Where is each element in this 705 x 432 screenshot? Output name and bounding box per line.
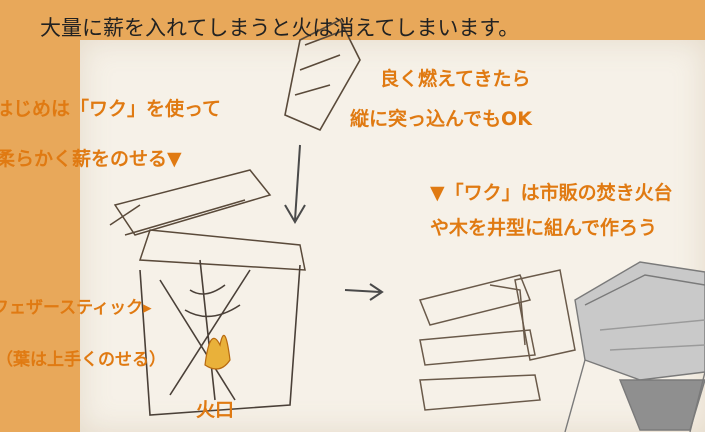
annotation-insert-vertical: 縦に突っ込んでもOK: [350, 108, 532, 130]
fire-pit-product: [564, 261, 705, 432]
headline-text: 大量に薪を入れてしまうと火は消えてしまいます。: [40, 16, 520, 40]
annotation-feather-stick: フェザースティック▸: [0, 298, 152, 318]
falling-log: [284, 18, 361, 132]
annotation-frame-sold: ▼「ワク」は市販の焚き火台: [430, 182, 673, 204]
fire-pit: [139, 259, 301, 416]
annotation-place-soft: 柔らかく薪をのせる▼: [0, 148, 182, 170]
down-arrow: [284, 144, 306, 224]
annotation-fire-mouth: 火口: [196, 399, 235, 421]
sketch-photo: [80, 40, 705, 432]
annotation-frame-wood: や木を井型に組んで作ろう: [430, 217, 658, 239]
annotation-well-burning: 良く燃えてきたら: [380, 68, 531, 90]
stacked-logs: [418, 269, 576, 411]
annotation-first-use-frame: はじめは「ワク」を使って: [0, 98, 222, 120]
annotation-leaves: （葉は上手くのせる）: [0, 350, 166, 370]
flame-drawing: [204, 334, 231, 370]
right-arrow: [344, 283, 384, 301]
log-bundle: [109, 169, 306, 271]
